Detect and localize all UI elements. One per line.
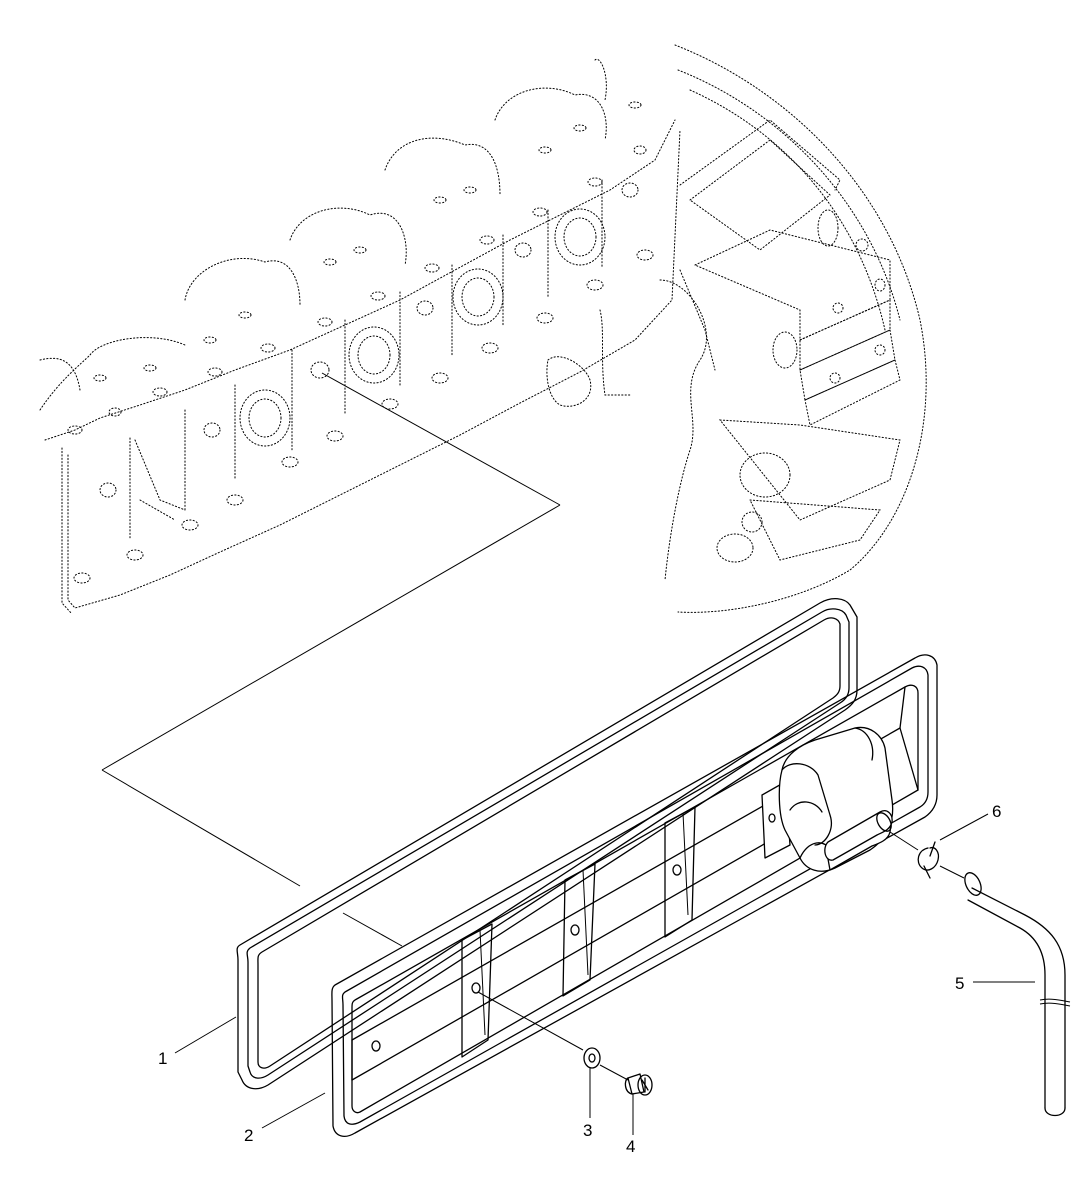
- assembly-axis-lines: [477, 831, 965, 1081]
- gasket: [236, 598, 858, 1090]
- side-cover: [331, 654, 938, 1137]
- engine-block: [39, 44, 927, 615]
- callout-1: 1: [158, 1049, 167, 1068]
- callout-3: 3: [583, 1121, 592, 1140]
- mounting-reference-lines: [101, 372, 561, 947]
- breather-hose: [964, 872, 1071, 1117]
- callout-2: 2: [244, 1126, 253, 1145]
- screw: [624, 1073, 653, 1096]
- callout-5: 5: [955, 974, 964, 993]
- callouts: 1 2 3 4 5 6: [158, 802, 1035, 1156]
- washer: [583, 1047, 601, 1069]
- hose-clamp: [917, 841, 940, 879]
- callout-6: 6: [992, 802, 1001, 821]
- callout-4: 4: [626, 1137, 635, 1156]
